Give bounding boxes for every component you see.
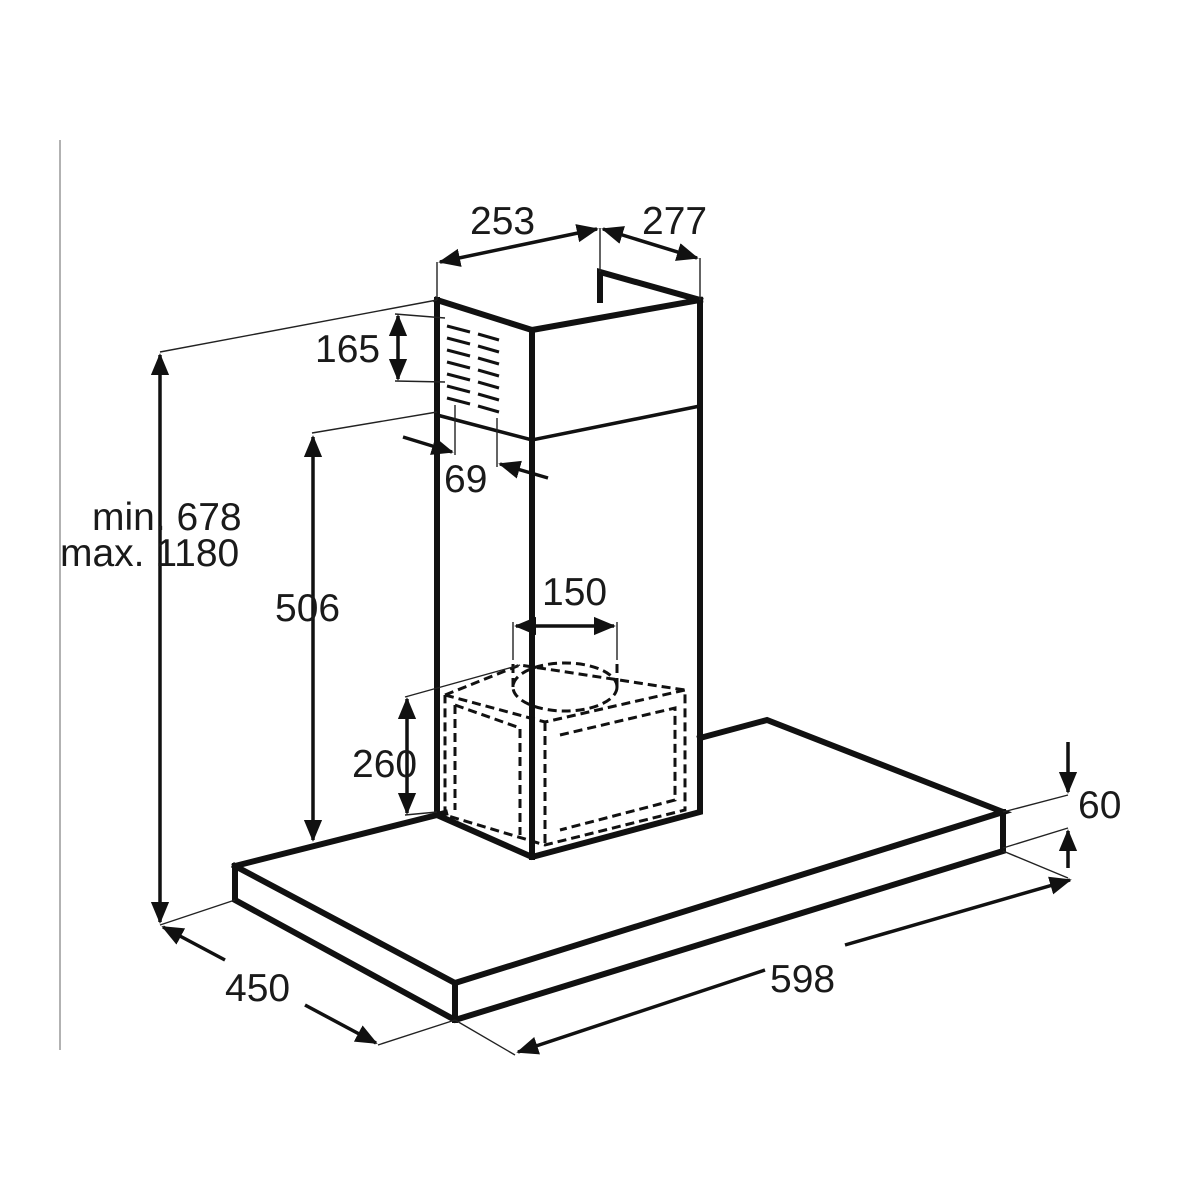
arrow-69-left	[402, 435, 454, 455]
dimension-arrows	[150, 224, 1078, 1055]
label-450: 450	[225, 967, 290, 1010]
arrow-450-b	[304, 1003, 378, 1045]
label-150: 150	[542, 571, 607, 614]
label-60: 60	[1078, 784, 1121, 827]
dimension-labels: 253 277 165 69 min. 678 max. 1180 506 15…	[60, 200, 1121, 1010]
arrow-253	[438, 224, 599, 267]
label-chimney-min: min. 678	[92, 496, 242, 539]
motor-box-hidden	[443, 660, 687, 847]
vent-grille	[446, 324, 500, 414]
arrow-69-right	[498, 460, 549, 480]
arrow-277	[601, 226, 699, 261]
label-165: 165	[315, 328, 380, 371]
label-506: 506	[275, 587, 340, 630]
label-277: 277	[642, 200, 707, 243]
label-chimney-max: max. 1180	[60, 532, 239, 575]
label-598: 598	[770, 958, 835, 1001]
arrow-598-b	[516, 968, 766, 1055]
canopy	[230, 716, 1013, 1024]
chimney	[433, 268, 704, 861]
arrow-598-a	[844, 876, 1072, 947]
label-260: 260	[352, 743, 417, 786]
label-69: 69	[444, 458, 487, 501]
arrow-450-a	[161, 925, 226, 962]
label-253: 253	[470, 200, 535, 243]
